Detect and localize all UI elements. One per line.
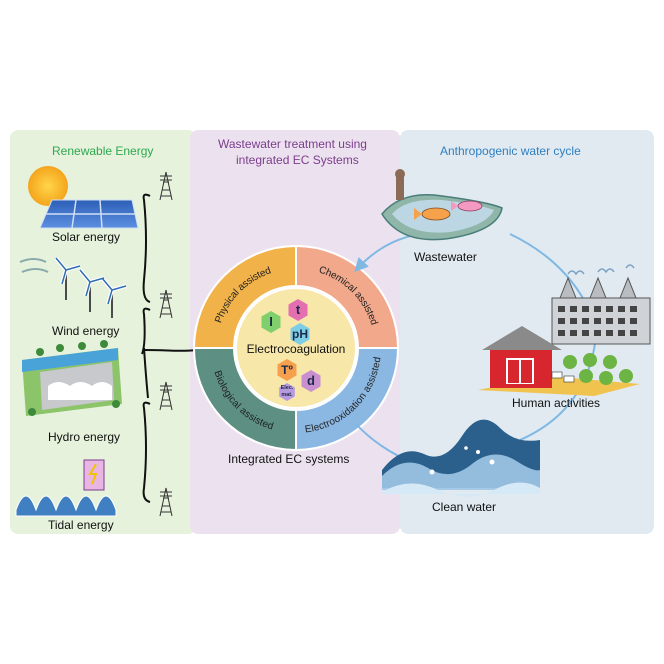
- wind-energy-label: Wind energy: [52, 324, 120, 338]
- physical-assisted-segment: [192, 244, 297, 349]
- clean-water-label: Clean water: [432, 500, 497, 514]
- factory-house-farm-icon: [478, 264, 651, 396]
- treatment-panel-title-line1: Wastewater treatment using: [218, 137, 367, 151]
- renewable-panel-title: Renewable Energy: [52, 144, 154, 158]
- transmission-towers: [159, 171, 173, 517]
- param-label-3: Tº: [281, 363, 293, 377]
- param-label-2: pH: [292, 327, 308, 341]
- electrocoagulation-label: Electrocoagulation: [247, 342, 346, 356]
- chemical-assisted-segment: [295, 244, 400, 349]
- tidal-energy-label: Tidal energy: [48, 518, 114, 532]
- param-label-1: t: [296, 302, 301, 317]
- integrated-ec-caption: Integrated EC systems: [228, 452, 350, 466]
- biological-assisted-segment: [192, 347, 297, 452]
- hydro-energy-label: Hydro energy: [48, 430, 121, 444]
- param-label-0: I: [269, 314, 273, 329]
- solar-panel-icon: [28, 166, 139, 229]
- wastewater-label: Wastewater: [414, 250, 477, 264]
- electrooxidation-assisted-segment: [295, 347, 400, 452]
- param-hex-1: [288, 299, 308, 321]
- clean-water-waves-icon: [382, 419, 540, 497]
- param-label-5: mat.: [281, 392, 293, 398]
- treatment-panel-title-line2: integrated EC Systems: [236, 153, 359, 167]
- hydro-dam-icon: [22, 340, 122, 416]
- param-hex-5: [279, 383, 295, 401]
- polluted-pond-icon: [381, 169, 503, 241]
- param-hex-4: [301, 370, 321, 392]
- tidal-energy-icon: [15, 459, 117, 517]
- solar-energy-label: Solar energy: [52, 230, 121, 244]
- param-hex-0: [261, 311, 281, 333]
- wind-turbine-icon: [19, 256, 127, 318]
- renewable-panel-bg: [10, 130, 196, 534]
- human-activities-label: Human activities: [512, 396, 601, 410]
- power-cables: [141, 193, 197, 503]
- water-cycle-panel-title: Anthropogenic water cycle: [440, 144, 581, 158]
- param-hex-2: [290, 323, 310, 345]
- param-label-5: Elec.: [281, 385, 294, 391]
- param-hex-3: [277, 359, 297, 381]
- param-label-4: d: [307, 373, 315, 388]
